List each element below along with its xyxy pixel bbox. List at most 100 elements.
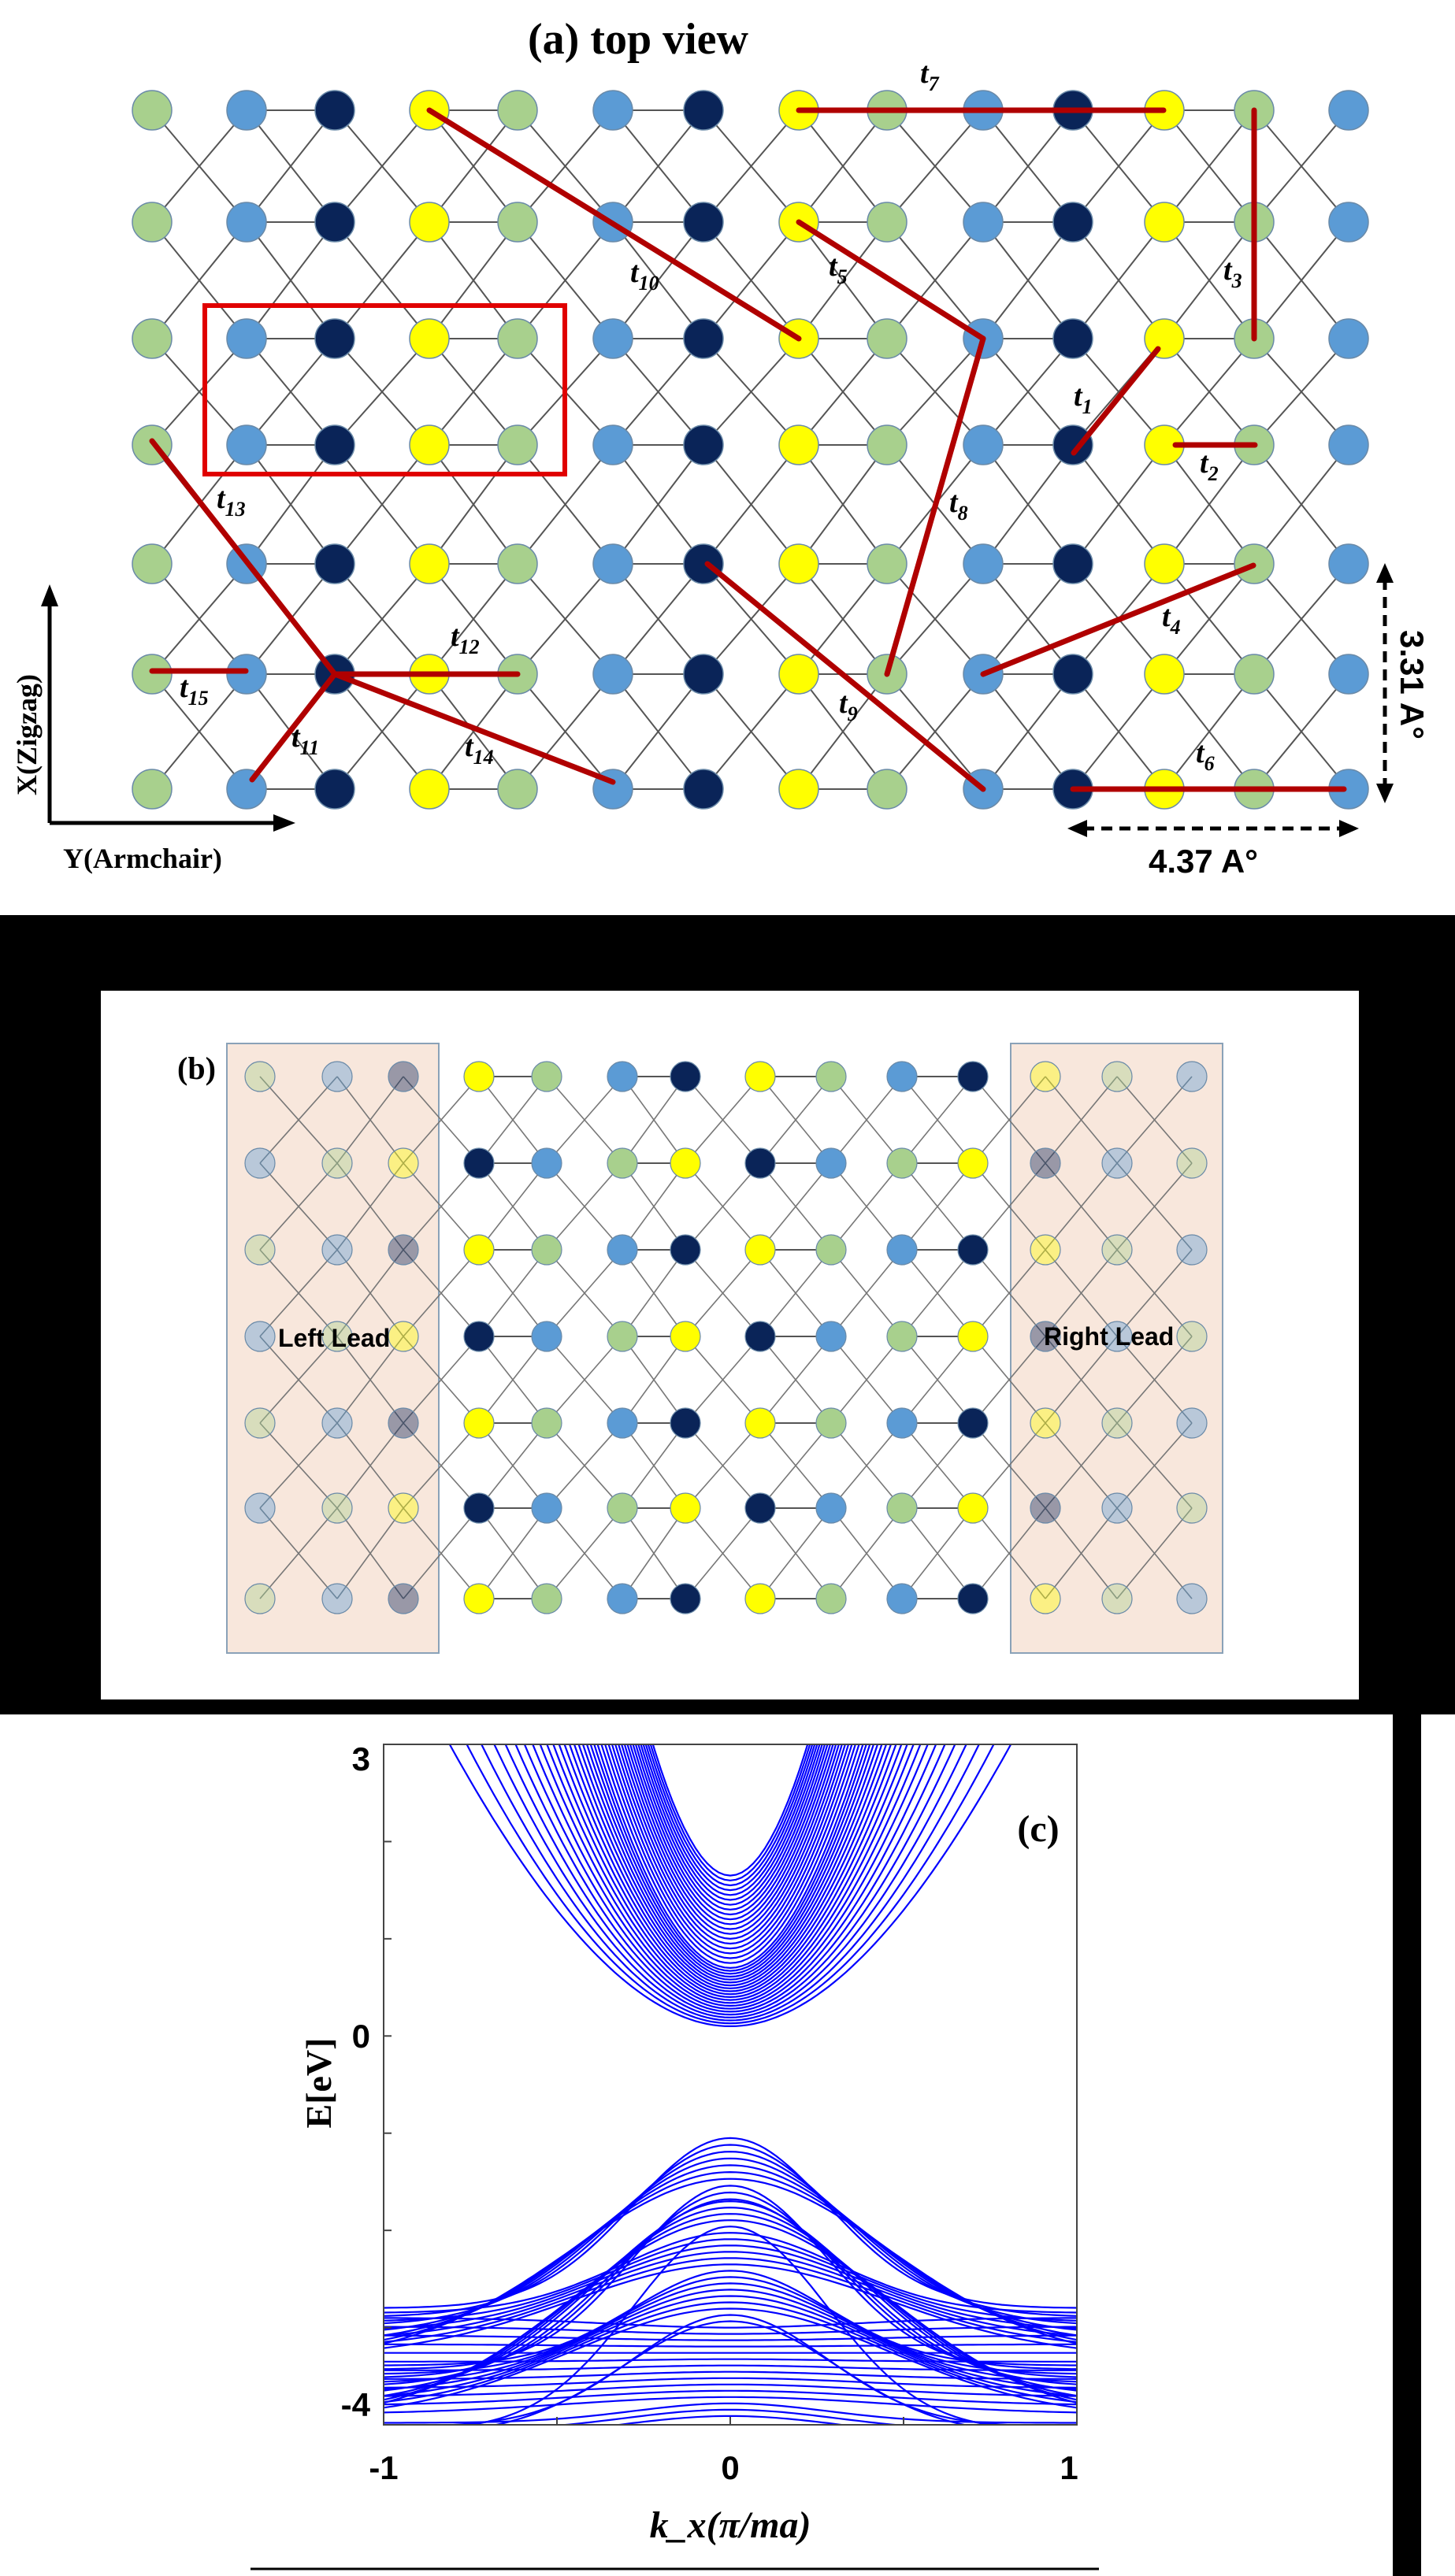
valence-band-line [556, 2408, 904, 2425]
lattice-bond [622, 1507, 686, 1599]
conduction-band-line [634, 1744, 826, 1911]
atom [314, 424, 355, 465]
atom [815, 1147, 847, 1179]
lead-atom [388, 1321, 419, 1352]
atom [886, 1583, 918, 1614]
lattice-bond [259, 1076, 338, 1164]
lattice-bond [246, 109, 336, 223]
lattice-bond [546, 1422, 623, 1509]
dim-right-arrow-icon [1339, 820, 1359, 837]
conduction-band-line [589, 1744, 871, 1975]
lattice-bond [703, 338, 800, 446]
lattice-bond [612, 673, 704, 790]
valence-band-line [384, 2238, 1077, 2322]
lattice-bond [334, 673, 430, 790]
atom [815, 1492, 847, 1524]
dim-up-arrow-icon [1376, 563, 1394, 583]
lattice-bond [336, 1507, 404, 1599]
atom [957, 1492, 989, 1524]
conduction-band-line [647, 1744, 814, 1887]
atom [963, 543, 1004, 584]
atom [778, 769, 819, 810]
atom [957, 1147, 989, 1179]
lead-atom [1101, 1492, 1133, 1524]
lattice-bond [886, 673, 984, 790]
atom [592, 90, 633, 131]
dim-left-arrow-icon [1067, 820, 1087, 837]
lattice-bond [334, 338, 430, 446]
atom [226, 654, 267, 695]
lattice-bond [429, 563, 518, 675]
atom [132, 318, 173, 359]
valence-band-line [384, 2244, 1077, 2330]
lead-atom [321, 1234, 353, 1266]
lattice-bond [336, 1336, 404, 1424]
lattice-bond [703, 444, 800, 565]
atom [592, 424, 633, 465]
hopping-t15-label: t15 [180, 671, 209, 710]
conduction-band-line [640, 1744, 821, 1901]
atom [1052, 318, 1093, 359]
atom [886, 1492, 918, 1524]
lattice-bond [1164, 444, 1255, 565]
lattice-bond [830, 1507, 903, 1599]
panel-c-right-black-bar [1393, 1714, 1421, 2576]
lattice-bond [798, 563, 888, 675]
atom [409, 424, 450, 465]
valence-band-line [384, 2364, 1077, 2371]
lattice-bond [517, 563, 614, 675]
conduction-band-line [644, 1744, 816, 1892]
atom [683, 202, 724, 243]
lattice-bond [1253, 444, 1349, 565]
lattice-bond [1072, 221, 1165, 339]
lattice-bond [478, 1249, 547, 1337]
lattice-bond [798, 338, 888, 446]
lead-atom [321, 1147, 353, 1179]
atom [497, 424, 538, 465]
conduction-band-line [623, 1744, 837, 1930]
lattice-bond [403, 1507, 480, 1599]
atom [744, 1407, 776, 1439]
y-tick-label-3: 3 [352, 1740, 370, 1777]
lattice-bond [246, 444, 336, 565]
lattice-bond [830, 1336, 903, 1424]
hopping-t12-label: t12 [451, 620, 480, 658]
lattice-bond [830, 1162, 903, 1251]
lead-atom [1030, 1147, 1061, 1179]
atom [683, 318, 724, 359]
atom [1052, 543, 1093, 584]
lattice-bond [798, 221, 888, 339]
atom [957, 1583, 989, 1614]
lattice-bond [1045, 1162, 1118, 1251]
lattice-bond [429, 221, 518, 339]
lattice-bond [259, 1507, 338, 1599]
atom [463, 1321, 495, 1352]
conduction-band-line [642, 1744, 818, 1896]
conduction-band-line [568, 1744, 893, 1989]
conduction-band-line [480, 1744, 981, 2022]
lattice-bond [1253, 221, 1349, 339]
conduction-band-line [611, 1744, 850, 1950]
lattice-bond [622, 1249, 686, 1337]
atom [1144, 202, 1185, 243]
lattice-bond [1164, 673, 1255, 790]
atom [886, 1061, 918, 1092]
left-lead-label: Left Lead [278, 1324, 390, 1352]
atom [867, 318, 908, 359]
atom [497, 769, 538, 810]
lattice-bond [1116, 1249, 1193, 1337]
atom [409, 318, 450, 359]
lead-atom [1030, 1234, 1061, 1266]
atom [815, 1407, 847, 1439]
atom [867, 543, 908, 584]
conduction-band-line [649, 1744, 811, 1881]
atom [531, 1583, 562, 1614]
lattice-bond [759, 1422, 832, 1509]
atom [226, 202, 267, 243]
atom [226, 318, 267, 359]
lattice-bond [1072, 673, 1165, 790]
lattice-bond [259, 1162, 338, 1251]
atom [1328, 424, 1369, 465]
lattice-bond [1116, 1507, 1193, 1599]
lead-atom [388, 1234, 419, 1266]
